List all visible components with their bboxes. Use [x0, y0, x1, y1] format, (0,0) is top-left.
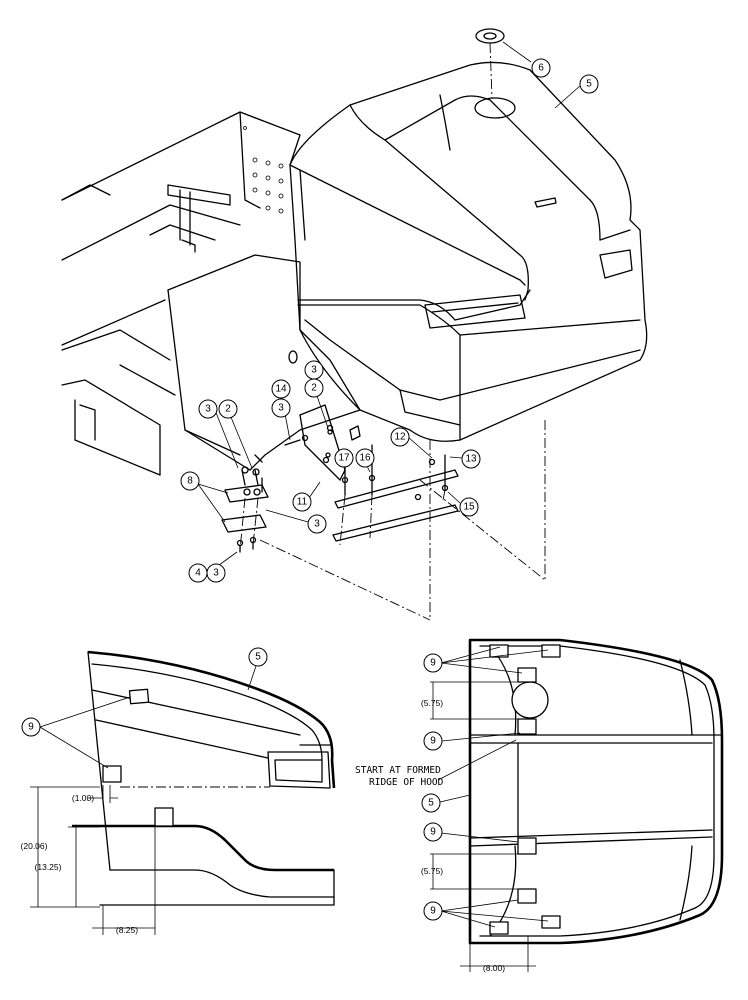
alignment-lines	[259, 420, 546, 621]
callout-label: 8	[187, 476, 193, 487]
callout-bubble: 9	[423, 653, 443, 673]
callout-bubble: 16	[355, 448, 375, 468]
callout-label: 9	[430, 906, 436, 917]
dimension-label: (8.00)	[483, 963, 505, 973]
callout-bubble: 5	[421, 793, 441, 813]
callout-bubble: 5	[248, 647, 268, 667]
callout-label: 9	[430, 736, 436, 747]
callout-bubble: 8	[180, 471, 200, 491]
isometric-assembly-view: 6 5 3 2 14 3 3 2 12 13 17 16 15 11 3 8 4…	[61, 28, 648, 621]
leader-lines	[197, 41, 582, 569]
top-view: 9 9 5 9 9 START AT FORMED RIDGE OF HOOD …	[355, 638, 724, 973]
callout-bubble: 9	[21, 717, 41, 737]
mounting-hardware	[221, 404, 459, 553]
callout-bubble: 3	[198, 399, 218, 419]
callout-bubble: 15	[459, 497, 479, 517]
callout-bubble: 12	[390, 427, 410, 447]
callout-label: 6	[538, 63, 544, 74]
callout-bubble: 5	[579, 74, 599, 94]
callout-label: 9	[28, 722, 34, 733]
callout-bubble: 2	[218, 399, 238, 419]
callout-label: 4	[195, 568, 201, 579]
hood-part-5	[289, 61, 648, 442]
dimension-label: (8.25)	[116, 925, 138, 935]
callout-label: 9	[430, 827, 436, 838]
callout-bubble: 9	[423, 901, 443, 921]
callout-label: 5	[428, 798, 434, 809]
callout-label: 3	[314, 519, 320, 530]
callout-bubble: 9	[423, 822, 443, 842]
callout-bubble: 17	[334, 448, 354, 468]
side-view: 5 9 (1.00) (20.06) (13.25) (8.25)	[21, 647, 336, 935]
dimension-label: (1.00)	[72, 793, 94, 803]
callout-label: 9	[430, 658, 436, 669]
grommet-part-6	[475, 28, 505, 99]
dimension-label: (13.25)	[35, 862, 62, 872]
callout-label: 13	[465, 454, 477, 465]
vent-holes	[243, 126, 284, 214]
callout-label: 2	[225, 404, 231, 415]
dimension-label: (5.75)	[421, 698, 443, 708]
callout-bubble: 3	[307, 514, 327, 534]
callout-label: 2	[311, 383, 317, 394]
lower-housing	[167, 254, 361, 471]
callout-label: 3	[311, 365, 317, 376]
callout-label: 5	[255, 652, 261, 663]
callout-label: 16	[359, 453, 371, 464]
callout-label: 5	[586, 79, 592, 90]
callout-bubble: 6	[531, 58, 551, 78]
dimension-label: (20.06)	[21, 841, 48, 851]
callout-label: 15	[463, 502, 475, 513]
callout-bubble: 11	[292, 492, 312, 512]
callout-label: 17	[338, 453, 350, 464]
callout-label: 14	[275, 384, 287, 395]
callout-bubble: 3	[206, 563, 226, 583]
callout-label: 3	[213, 568, 219, 579]
callout-bubble: 9	[423, 731, 443, 751]
dimension-label: (5.75)	[421, 866, 443, 876]
iso-callouts: 6 5 3 2 14 3 3 2 12 13 17 16 15 11 3 8 4…	[180, 58, 599, 583]
callout-label: 3	[278, 403, 284, 414]
callout-bubble: 4	[188, 563, 208, 583]
callout-bubble: 2	[304, 378, 324, 398]
callout-bubble: 14	[271, 379, 291, 399]
callout-label: 3	[205, 404, 211, 415]
callout-bubble: 3	[271, 398, 291, 418]
callout-label: 11	[297, 497, 308, 508]
note-line: START AT FORMED	[355, 765, 441, 776]
callout-bubble: 3	[304, 360, 324, 380]
note-line: RIDGE OF HOOD	[369, 777, 444, 788]
callout-bubble: 13	[461, 449, 481, 469]
chassis-frame	[61, 111, 301, 476]
callout-label: 12	[394, 432, 406, 443]
